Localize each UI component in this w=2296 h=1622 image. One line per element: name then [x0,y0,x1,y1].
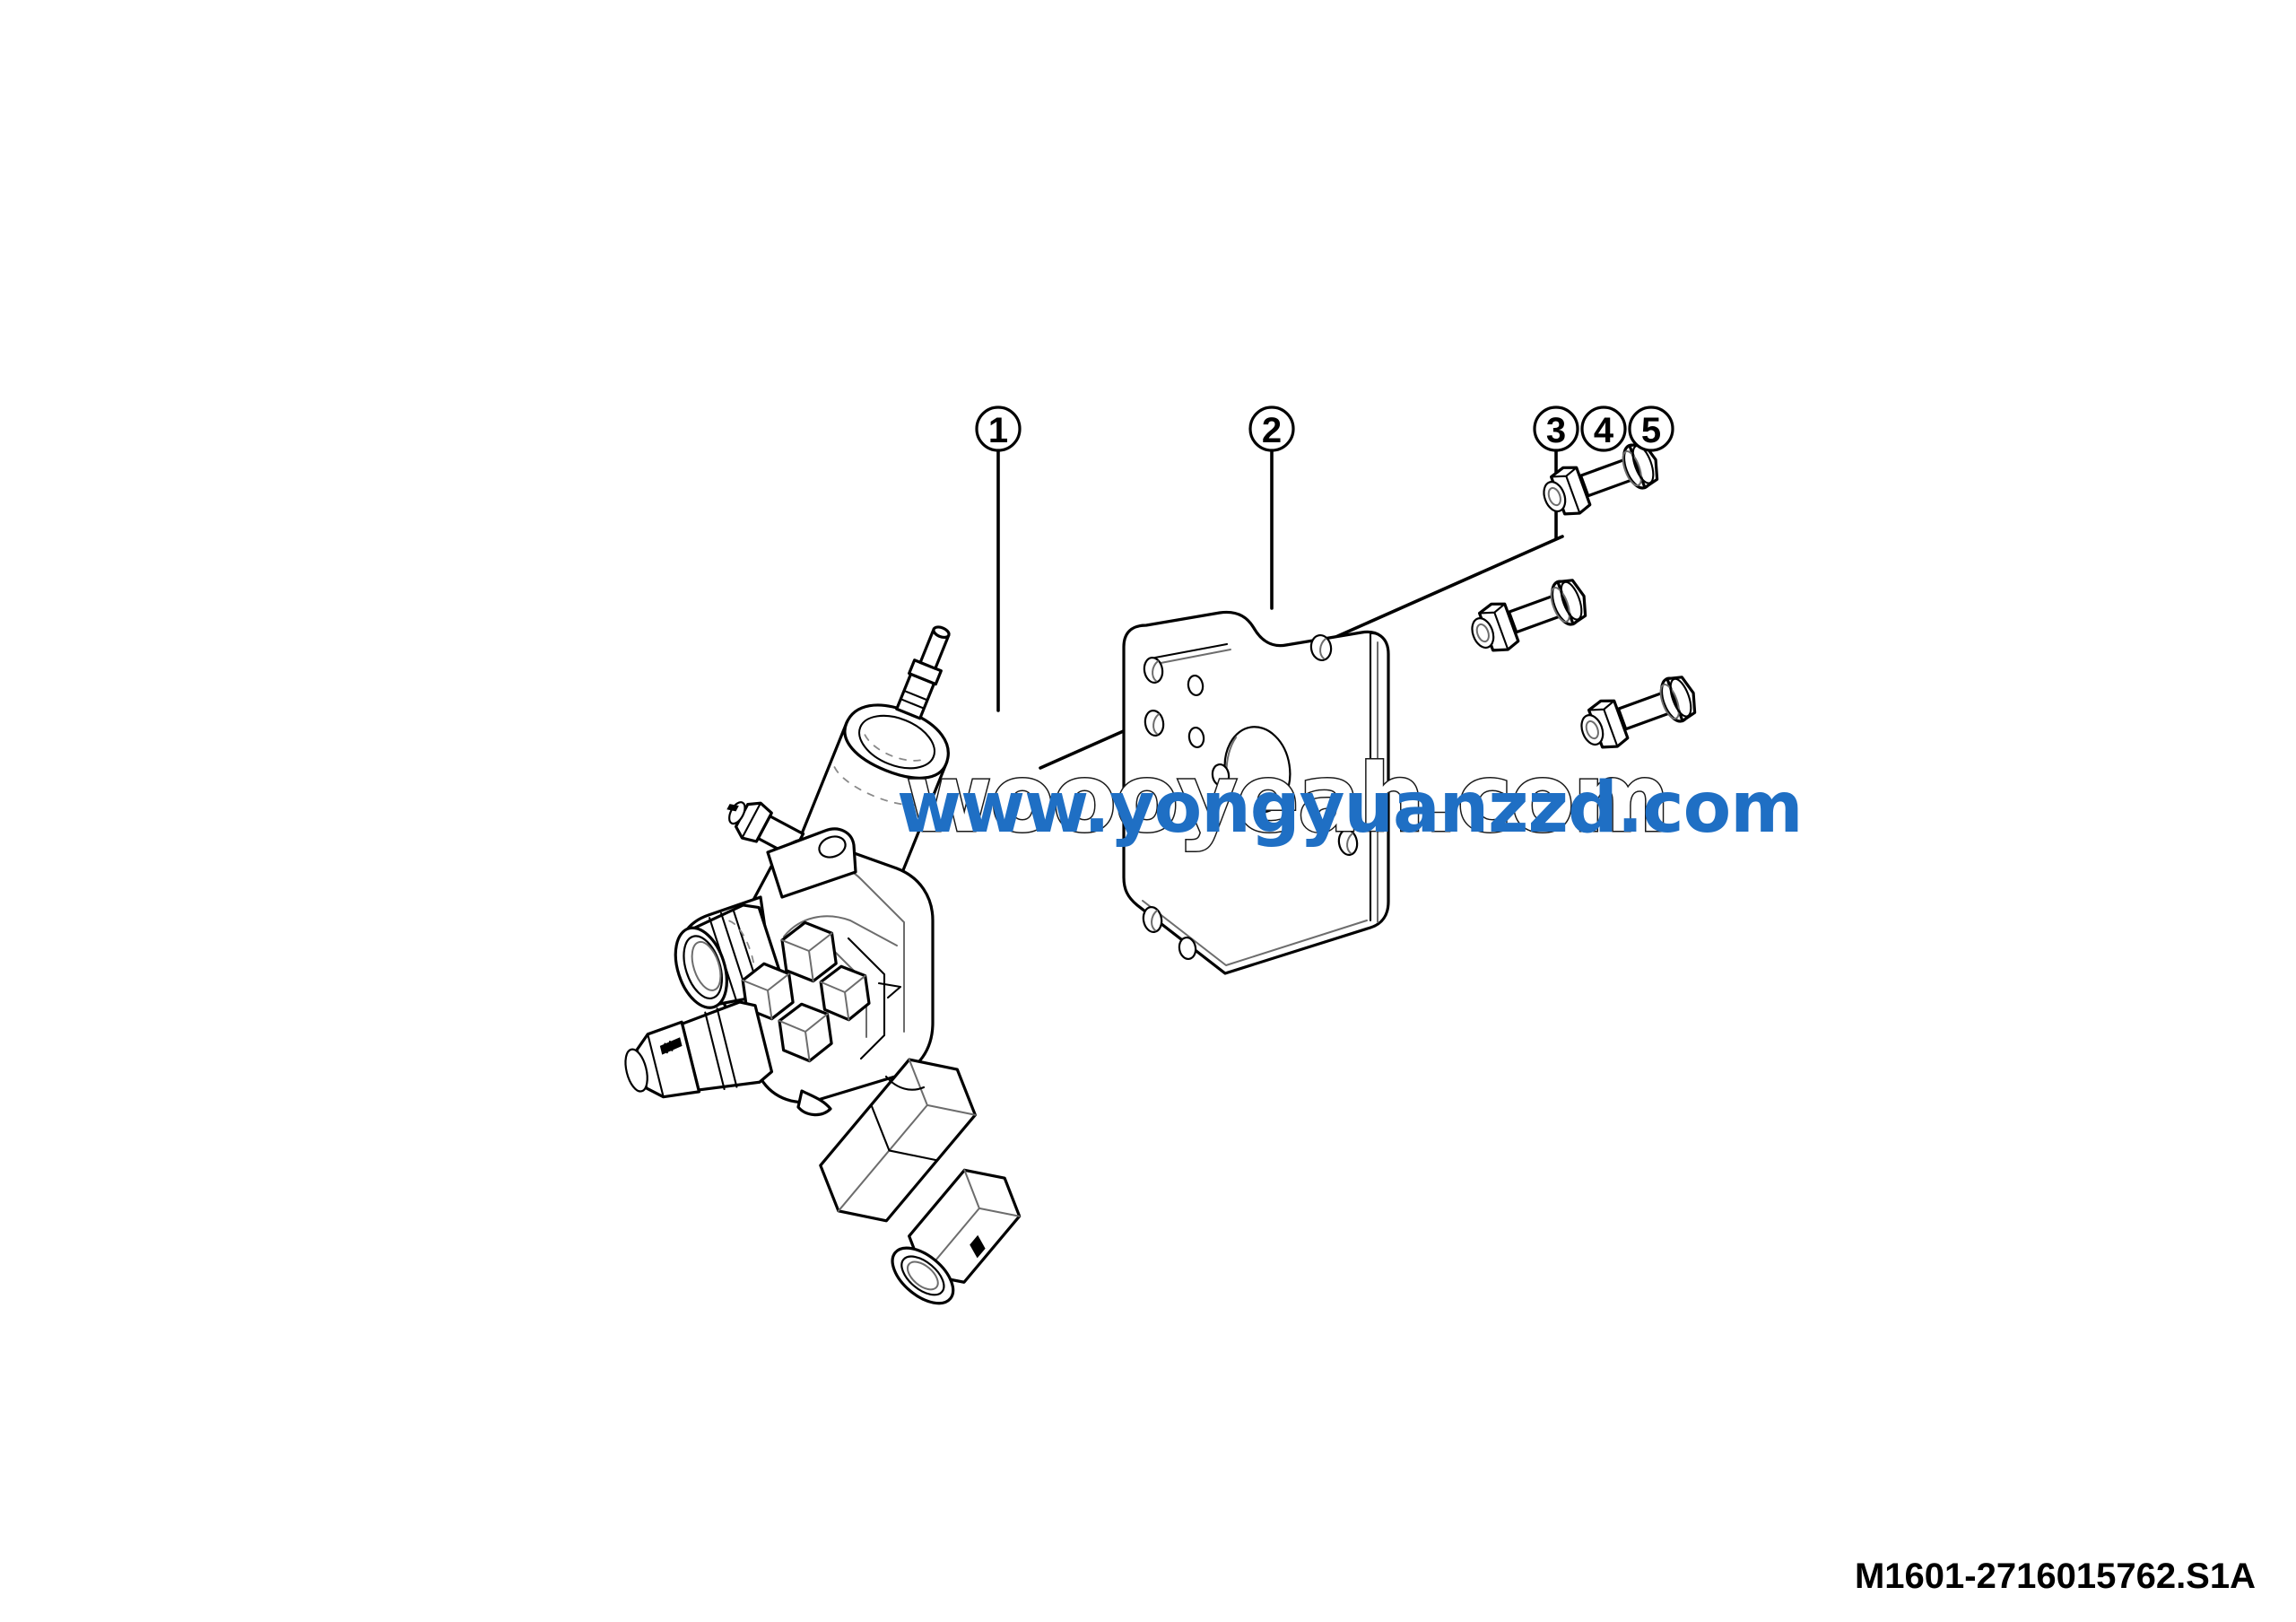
callout-bubbles: 1 2 3 4 5 [975,406,1674,452]
bracket-hole [1142,906,1163,933]
bracket-hole [1144,710,1165,737]
solenoid-cap-detail [864,734,926,762]
bracket-hole [1178,936,1197,961]
valve-lower-left-port [624,1000,774,1099]
valve-bottom-nub [796,1089,832,1117]
bolt-head-flange [1659,676,1697,723]
bolt-nut [1471,602,1520,652]
solenoid-top-cap [843,703,950,780]
callout-3[interactable]: 3 [1533,406,1579,452]
bracket-bottom-chamfer [1142,900,1368,966]
solenoid-cap-ring [858,714,936,770]
solenoid-stem [895,625,951,720]
bolt-nut [1543,466,1592,516]
bolt-head-flange [1550,579,1587,626]
valve-block-face-line [783,915,898,946]
callout-4-number: 4 [1594,411,1614,450]
valve-hex-fitting-right [819,964,871,1022]
bracket-holes [1142,633,1359,961]
callout-4[interactable]: 4 [1580,406,1627,452]
bolt-assembly-middle [1471,579,1587,652]
bracket-hole [1211,763,1231,788]
part-number-label: M1601-2716015762.S1A [1854,1557,2256,1596]
solenoid-body-detail [833,766,926,807]
valve-block-arrow [877,981,902,999]
callout-2-number: 2 [1262,411,1282,450]
valve-to-stem-join [884,1075,926,1091]
callout-1-number: 1 [988,411,1008,450]
bracket-hole [1309,633,1333,662]
callout-2[interactable]: 2 [1248,406,1295,452]
callout-1[interactable]: 1 [975,406,1022,452]
bracket-top-rib-2 [1155,649,1231,665]
bolt-nut [1580,699,1630,749]
valve-block-rib [847,937,886,1060]
bracket-hole [1337,829,1359,856]
valve-lower-hex-sleeve [819,1058,977,1223]
callout-5[interactable]: 5 [1628,406,1674,452]
bracket-top-rib [1153,642,1229,659]
mounting-bracket-plate [1122,610,1390,975]
bracket-hole [1187,726,1205,749]
valve-hex-fitting-upper [780,920,838,983]
valve-body-assembly [624,827,1022,1305]
valve-hex-fitting-lower [778,1002,833,1063]
bolt-assembly-bottom [1580,676,1697,749]
valve-mount-tab-hole [818,835,847,859]
callout-5-number: 5 [1641,411,1661,450]
bracket-edge-thickness [1369,632,1390,922]
valve-end-coupling [891,1168,1022,1305]
callout-3-number: 3 [1546,411,1566,450]
bracket-hole [1143,657,1164,684]
bracket-hole [1187,674,1205,697]
